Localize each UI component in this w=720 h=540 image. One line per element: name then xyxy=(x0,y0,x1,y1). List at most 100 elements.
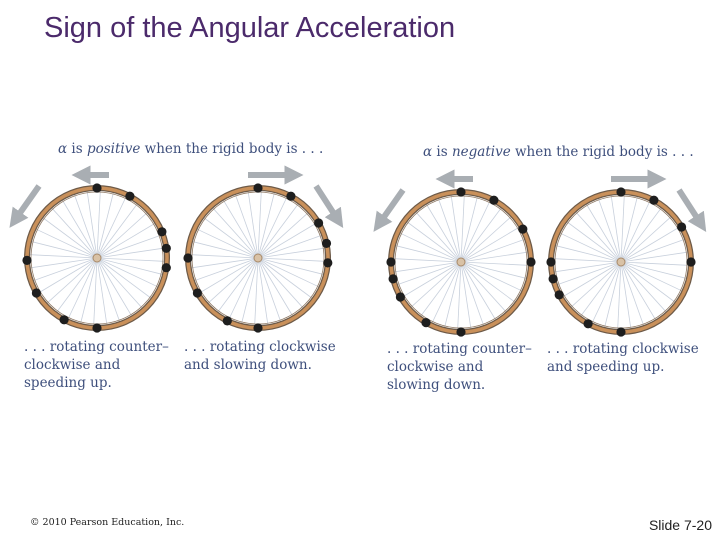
spoke xyxy=(604,261,622,328)
spoke xyxy=(257,235,322,259)
marker-dot xyxy=(526,257,536,267)
alpha-symbol: α xyxy=(58,141,68,157)
marker-dot xyxy=(323,258,333,268)
spoke xyxy=(208,257,259,304)
marker-dot xyxy=(253,323,263,333)
cw-arrow-icon xyxy=(676,188,707,233)
marker-dot xyxy=(321,238,332,248)
spoke xyxy=(397,261,462,285)
spoke xyxy=(257,257,281,322)
marker-dot xyxy=(92,323,102,333)
spoke xyxy=(257,257,304,308)
marker-dot xyxy=(677,222,687,232)
spoke xyxy=(257,257,325,262)
spoke xyxy=(457,261,462,329)
spoke xyxy=(257,191,262,259)
spoke xyxy=(438,198,462,263)
marker-dot xyxy=(395,292,405,302)
spoke xyxy=(598,198,622,263)
spoke xyxy=(96,257,164,262)
spoke xyxy=(560,232,622,263)
spoke xyxy=(241,257,259,324)
hub xyxy=(92,253,102,263)
spoke xyxy=(460,261,484,326)
spoke xyxy=(67,257,98,319)
spoke xyxy=(96,212,147,259)
spoke xyxy=(96,223,155,259)
alpha-symbol: α xyxy=(423,144,433,160)
spoke xyxy=(460,216,511,263)
spoke xyxy=(96,257,163,275)
caption-ccw-slowing-down: . . . rotating counter– clockwise and sl… xyxy=(387,341,532,393)
spoke xyxy=(620,207,662,263)
spoke xyxy=(191,254,259,259)
spoke xyxy=(257,257,319,288)
spoke xyxy=(192,241,259,259)
spoke xyxy=(80,257,98,324)
positive-header: α is positive when the rigid body is . .… xyxy=(58,141,323,157)
ccw-arrow-icon xyxy=(373,188,406,232)
marker-dot xyxy=(183,253,193,263)
spoke xyxy=(96,257,158,288)
spoke xyxy=(620,251,688,263)
spoke xyxy=(620,261,682,292)
spoke xyxy=(96,257,120,322)
spoke xyxy=(460,261,516,303)
spoke xyxy=(563,261,622,297)
spoke xyxy=(411,261,462,308)
hub xyxy=(456,257,466,267)
wheel-4 xyxy=(546,169,707,337)
spoke xyxy=(557,261,622,285)
copyright-notice: © 2010 Pearson Education, Inc. xyxy=(30,517,185,528)
spoke xyxy=(257,223,316,259)
spoke xyxy=(36,228,98,259)
spoke xyxy=(460,227,519,263)
spoke xyxy=(86,191,98,259)
marker-dot xyxy=(548,274,558,284)
spoke xyxy=(257,197,288,259)
spoke xyxy=(96,247,164,259)
wheel-3 xyxy=(373,169,536,337)
spoke xyxy=(257,203,299,259)
marker-dot xyxy=(253,183,263,193)
marker-dot xyxy=(161,243,171,253)
spoke xyxy=(235,194,259,259)
marker-dot xyxy=(546,257,556,267)
caption-cw-speeding-up: . . . rotating clockwise and speeding up… xyxy=(547,341,699,375)
spoke xyxy=(228,257,259,319)
marker-dot xyxy=(554,290,564,300)
marker-dot xyxy=(314,218,324,228)
spoke xyxy=(620,261,656,320)
spoke xyxy=(395,245,462,263)
negative-word: negative xyxy=(451,144,511,160)
spoke xyxy=(620,216,671,263)
spoke xyxy=(460,261,472,329)
spoke xyxy=(257,192,275,259)
hub xyxy=(616,257,626,267)
spoke xyxy=(426,204,462,263)
spoke xyxy=(620,195,625,263)
cw-arrow-icon xyxy=(313,184,344,229)
spoke xyxy=(203,217,259,259)
spoke xyxy=(257,257,313,299)
spoke xyxy=(394,261,462,273)
spoke xyxy=(431,261,462,323)
spoke xyxy=(403,261,462,297)
spoke xyxy=(191,257,259,269)
spoke xyxy=(575,212,622,263)
spoke xyxy=(450,195,462,263)
spoke xyxy=(555,245,622,263)
spoke xyxy=(620,201,651,263)
marker-dot xyxy=(286,191,296,201)
is-word: is xyxy=(71,141,83,157)
spoke xyxy=(197,228,259,259)
spoke xyxy=(194,257,259,281)
spoke xyxy=(554,258,622,263)
spoke xyxy=(620,239,685,263)
spoke xyxy=(460,261,527,279)
header-rest: when the rigid body is . . . xyxy=(144,141,324,157)
spoke xyxy=(460,196,478,263)
spoke xyxy=(96,203,138,259)
spoke xyxy=(257,257,293,316)
spoke xyxy=(620,261,688,266)
